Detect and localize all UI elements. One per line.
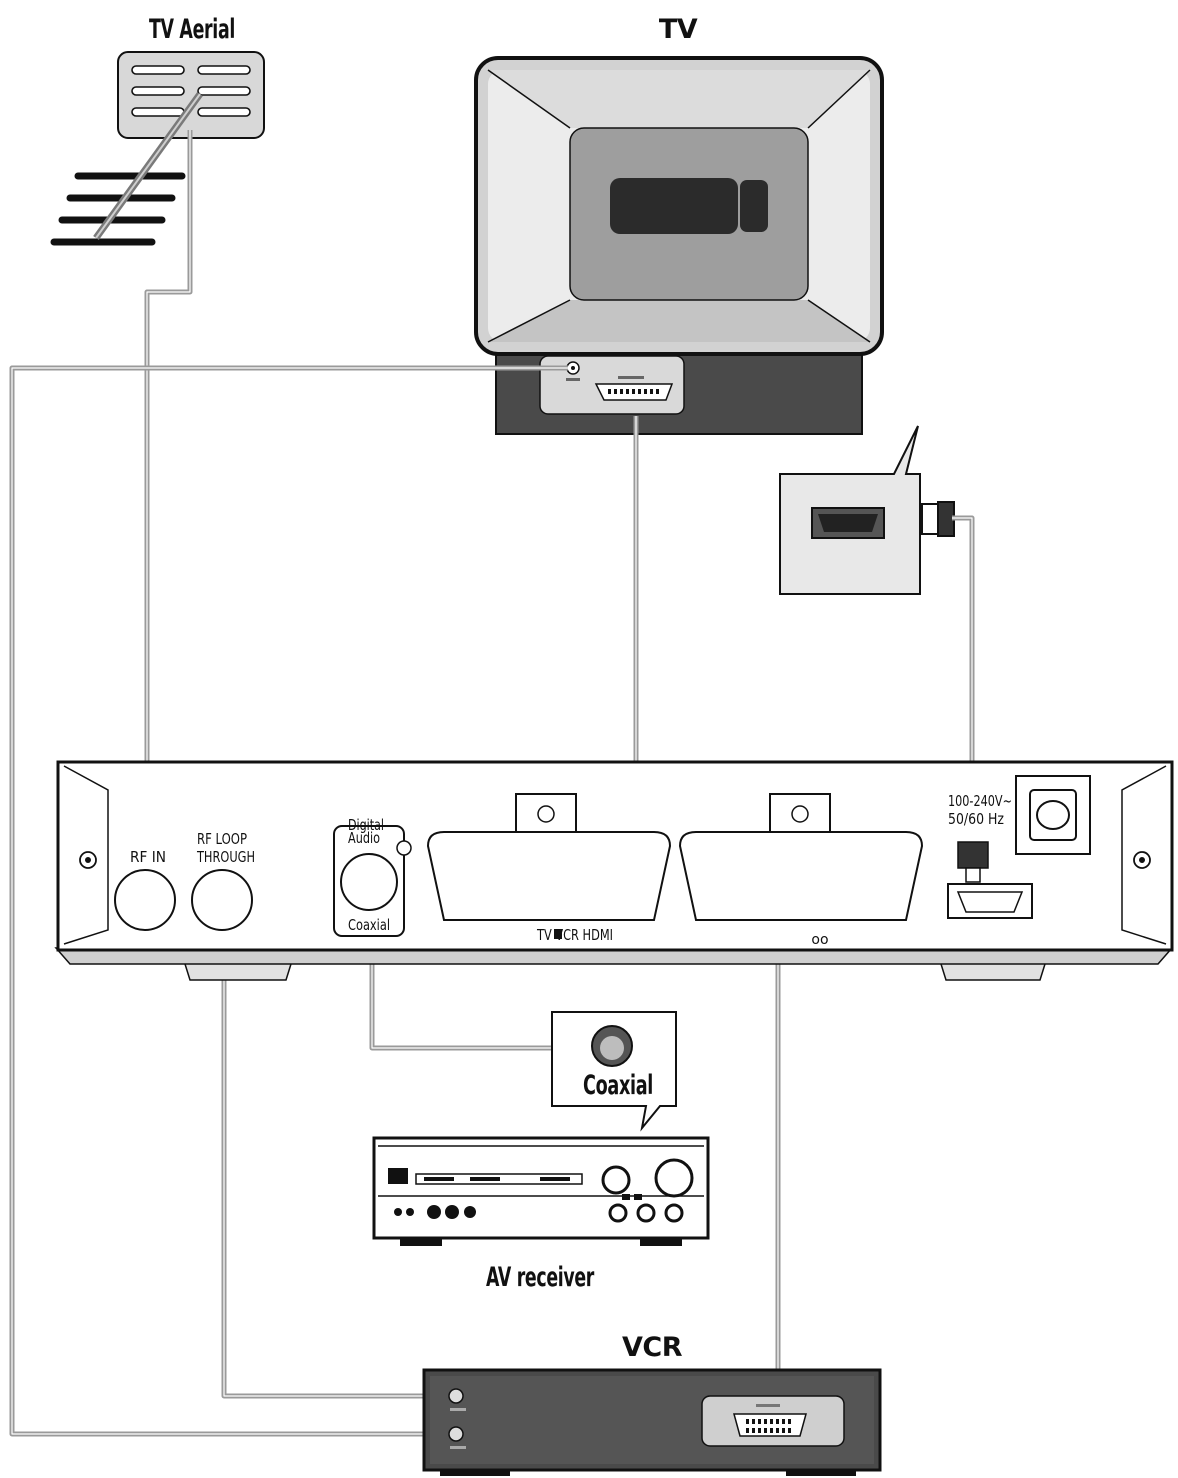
vcr-tape-icon: oo [811, 932, 828, 948]
rf-loop-label-line1: RF LOOP [197, 830, 247, 848]
power-label-line2: 50/60 Hz [948, 810, 1004, 828]
hdmi-callout [779, 425, 955, 595]
vcr-rf-out-port [448, 1426, 464, 1442]
coaxial-callout [551, 1011, 677, 1132]
rf-loop-label-line2: THROUGH [196, 848, 255, 866]
power-label-line1: 100-240V~ [948, 792, 1012, 810]
scart-vcr-port [678, 831, 924, 921]
digital-audio-label-line1: Digital [348, 816, 384, 834]
av-receiver-label: AV receiver [486, 1262, 595, 1293]
tv-aerial [50, 51, 265, 246]
coaxial-callout-label: Coaxial [583, 1070, 653, 1101]
coaxial-port-label: Coaxial [348, 916, 390, 934]
scart-label: TV VCR HDMI [536, 926, 613, 944]
vcr-label: VCR [622, 1332, 683, 1363]
tv-set [474, 56, 884, 435]
av-receiver [372, 1136, 710, 1246]
cables [9, 130, 975, 1437]
vcr-rf-in-port [448, 1388, 464, 1404]
tv-label: TV [659, 14, 698, 45]
rf-loop-port [191, 869, 253, 931]
coaxial-port [340, 853, 398, 911]
tv-aerial-label: TV Aerial [149, 14, 235, 45]
rf-in-port [114, 869, 176, 931]
set-top-box-rear-panel: oo [54, 760, 1174, 981]
scart-tv-port [426, 831, 672, 921]
rf-in-label: RF IN [130, 848, 166, 866]
vcr [422, 1368, 882, 1476]
digital-audio-label-line2: Audio [348, 829, 380, 847]
